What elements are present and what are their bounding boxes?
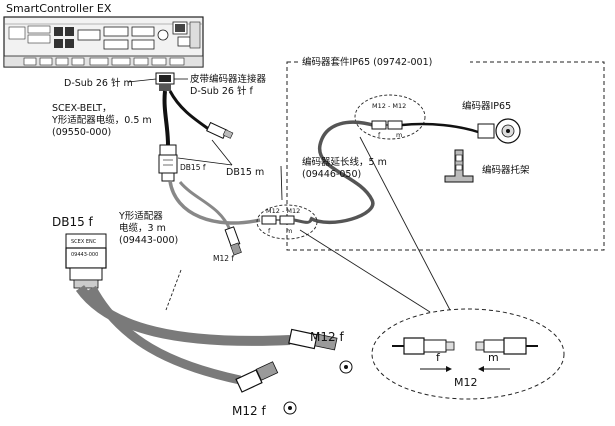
leader-dsub-m — [127, 78, 157, 83]
leader-db15m-2 — [177, 157, 233, 166]
label-m12-pair-top-f: f — [378, 131, 381, 139]
label-db15f-large: DB15 f — [52, 215, 93, 229]
label-y-adapter-2: 电缆，3 m — [119, 223, 166, 234]
label-m12-pair-mid-f: f — [268, 227, 271, 235]
label-dsub-m: D-Sub 26 针 m — [64, 78, 133, 89]
encoder-kit-title-bg — [298, 56, 470, 69]
y-cable-gray-main — [168, 180, 261, 225]
label-detail-m12: M12 — [454, 376, 478, 389]
label-m12f-right: M12 f — [310, 330, 344, 344]
label-m12f-small: M12 f — [213, 254, 235, 263]
large-y-cable-lower — [88, 285, 241, 385]
label-y-adapter-1: Y形适配器 — [119, 211, 163, 222]
encoder-ip65 — [477, 118, 521, 144]
label-scex-belt-3: (09550-000) — [52, 127, 112, 138]
detail-leader-2 — [359, 136, 451, 311]
detail-leader-1 — [299, 229, 431, 313]
y-cable-gray-branch — [178, 181, 232, 231]
encoder-extension-cable — [309, 120, 377, 224]
m12-pair-mid-ellipse — [256, 204, 318, 240]
label-m12f-bottom: M12 f — [232, 404, 266, 418]
label-encoder-ip65: 编码器IP65 — [462, 101, 512, 112]
label-y-adapter-3: (09443-000) — [119, 235, 179, 246]
label-encoder-bracket: 编码器托架 — [482, 165, 530, 176]
m12-f-plug-right — [288, 328, 353, 374]
leader-db15m-1 — [211, 139, 233, 166]
controller-title: SmartController EX — [6, 2, 112, 15]
label-db15m: DB15 m — [226, 167, 265, 178]
label-scex-belt-1: SCEX-BELT， — [52, 103, 112, 114]
m12-detail-connectors — [392, 337, 538, 355]
m12-detail-ellipse — [371, 308, 565, 400]
label-m12-pair-mid: M12 - M12 — [266, 207, 301, 215]
label-ext-cable-1: 编码器延长线，5 m — [302, 157, 387, 168]
label-m12-pair-mid-m: m — [286, 227, 293, 235]
label-scex-belt-2: Y形适配器电缆，0.5 m — [52, 115, 152, 126]
db15-f-small-connector — [158, 144, 178, 182]
leader-ext-cable — [280, 165, 283, 201]
label-plug-text-2: 09443-000 — [71, 252, 99, 258]
m12-pair-top-ellipse — [354, 94, 426, 140]
label-m12-pair-top-m: m — [396, 131, 403, 139]
scex-belt-y-cable — [162, 90, 234, 146]
large-y-cable-upper — [75, 284, 291, 346]
m12-f-small-plug — [224, 226, 242, 256]
db15-f-large-connector — [65, 233, 107, 289]
smartcontroller-device — [3, 16, 204, 68]
m12-pair-top-plugs — [371, 120, 403, 130]
label-belt-connector-1: 皮带编码器连接器 — [190, 74, 267, 85]
label-kit-title: 编码器套件IP65 (09742-001) — [302, 57, 433, 68]
m12-f-plug-bottom — [235, 361, 297, 415]
label-ext-cable-2: (09446-050) — [302, 169, 362, 180]
label-detail-m: m — [488, 351, 499, 364]
label-m12-pair-top: M12 - M12 — [372, 102, 407, 110]
m12-pair-mid-plugs — [261, 215, 295, 225]
label-db15f-small: DB15 f — [180, 163, 206, 172]
m12-detail-arrows — [420, 366, 510, 372]
encoder-pigtail — [401, 122, 479, 134]
dsub26-m-connector — [155, 72, 175, 91]
label-plug-text-1: SCEX ENC — [71, 239, 97, 245]
label-detail-f: f — [436, 351, 440, 364]
m12-mid-to-ext — [293, 217, 314, 224]
encoder-bracket — [444, 149, 474, 183]
label-belt-connector-2: D-Sub 26 针 f — [190, 86, 253, 97]
leader-y-adapter — [165, 269, 182, 311]
